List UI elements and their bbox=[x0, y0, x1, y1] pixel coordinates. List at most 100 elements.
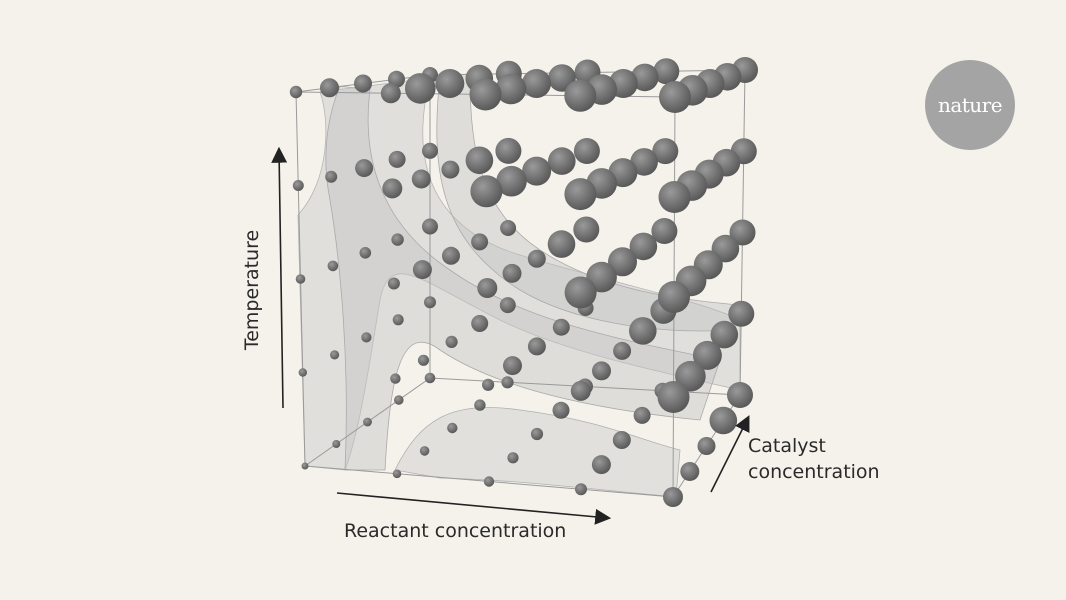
data-point-sphere bbox=[573, 216, 600, 243]
data-point-sphere bbox=[503, 356, 522, 376]
data-point-sphere bbox=[502, 263, 522, 283]
data-point-sphere bbox=[501, 376, 514, 389]
data-point-sphere bbox=[387, 277, 400, 290]
data-point-sphere bbox=[495, 73, 527, 105]
data-point-sphere bbox=[692, 340, 722, 370]
data-point-sphere bbox=[663, 487, 683, 507]
data-point-sphere bbox=[631, 63, 659, 92]
data-point-sphere bbox=[548, 147, 576, 175]
data-point-sphere bbox=[495, 137, 522, 164]
data-point-sphere bbox=[527, 337, 546, 356]
data-point-sphere bbox=[496, 165, 527, 197]
data-point-sphere bbox=[390, 373, 401, 384]
data-point-sphere bbox=[422, 218, 438, 235]
data-point-sphere bbox=[320, 78, 339, 98]
data-point-sphere bbox=[573, 138, 600, 164]
data-point-sphere bbox=[499, 297, 516, 314]
data-point-sphere bbox=[592, 361, 611, 381]
catalyst-axis-label: Catalyst concentration bbox=[748, 433, 880, 485]
data-point-sphere bbox=[295, 274, 306, 284]
data-point-sphere bbox=[658, 181, 691, 213]
catalyst-label-line2: concentration bbox=[748, 461, 880, 483]
data-point-sphere bbox=[424, 372, 436, 384]
data-point-sphere bbox=[355, 159, 374, 178]
data-point-sphere bbox=[629, 317, 657, 345]
data-point-sphere bbox=[470, 175, 503, 208]
data-point-sphere bbox=[332, 440, 341, 448]
data-point-sphere bbox=[354, 74, 372, 93]
data-point-sphere bbox=[652, 138, 679, 165]
data-point-sphere bbox=[411, 169, 431, 189]
data-point-sphere bbox=[301, 462, 309, 470]
data-point-sphere bbox=[405, 73, 436, 104]
data-point-sphere bbox=[697, 437, 716, 455]
data-point-sphere bbox=[359, 247, 372, 259]
data-point-sphere bbox=[482, 378, 495, 391]
data-point-sphere bbox=[483, 476, 495, 487]
data-point-sphere bbox=[710, 320, 739, 349]
data-point-sphere bbox=[575, 483, 587, 496]
data-point-sphere bbox=[507, 452, 519, 464]
data-point-sphere bbox=[424, 296, 436, 309]
reactant-arrow bbox=[336, 492, 612, 525]
data-point-sphere bbox=[709, 406, 738, 435]
nature-logo: nature bbox=[925, 60, 1015, 150]
data-point-sphere bbox=[392, 469, 402, 479]
data-point-sphere bbox=[659, 81, 691, 113]
data-point-sphere bbox=[727, 382, 753, 408]
data-point-sphere bbox=[361, 332, 372, 343]
data-point-sphere bbox=[728, 300, 755, 327]
data-point-sphere bbox=[382, 178, 403, 199]
data-point-sphere bbox=[552, 318, 570, 336]
temperature-arrow bbox=[271, 146, 288, 409]
data-point-sphere bbox=[327, 260, 339, 272]
data-point-sphere bbox=[633, 406, 651, 424]
data-point-sphere bbox=[388, 150, 406, 168]
data-point-sphere bbox=[471, 233, 489, 251]
data-point-sphere bbox=[435, 69, 465, 98]
data-point-sphere bbox=[630, 148, 658, 176]
data-point-sphere bbox=[447, 422, 458, 434]
data-point-sphere bbox=[394, 395, 404, 405]
data-point-sphere bbox=[445, 335, 458, 348]
data-point-sphere bbox=[391, 233, 404, 246]
data-point-sphere bbox=[651, 218, 678, 244]
data-point-sphere bbox=[653, 58, 680, 85]
data-point-sphere bbox=[613, 341, 632, 360]
data-point-sphere bbox=[392, 314, 404, 326]
data-point-sphere bbox=[442, 246, 460, 265]
data-point-sphere bbox=[325, 170, 338, 183]
data-point-sphere bbox=[289, 85, 303, 99]
surface-lower bbox=[394, 407, 681, 498]
data-point-sphere bbox=[612, 431, 631, 449]
data-point-sphere bbox=[469, 78, 502, 111]
catalyst-label-line1: Catalyst bbox=[748, 435, 826, 457]
data-point-sphere bbox=[330, 350, 340, 360]
reactant-axis-label: Reactant concentration bbox=[344, 520, 567, 542]
data-point-sphere bbox=[564, 276, 597, 309]
data-point-sphere bbox=[422, 142, 438, 159]
data-point-sphere bbox=[474, 399, 486, 411]
data-point-sphere bbox=[465, 146, 494, 175]
data-points bbox=[289, 57, 758, 507]
data-point-sphere bbox=[363, 417, 372, 427]
data-point-sphere bbox=[547, 230, 576, 258]
data-point-sphere bbox=[591, 455, 611, 475]
surface-middle bbox=[325, 85, 721, 471]
data-point-sphere bbox=[564, 79, 597, 112]
data-point-sphere bbox=[471, 315, 489, 332]
data-point-sphere bbox=[500, 220, 517, 236]
data-point-sphere bbox=[608, 247, 637, 277]
data-point-sphere bbox=[675, 360, 706, 392]
data-point-sphere bbox=[527, 249, 546, 268]
data-point-sphere bbox=[298, 368, 307, 377]
data-point-sphere bbox=[412, 260, 432, 280]
data-point-sphere bbox=[680, 462, 700, 481]
data-point-sphere bbox=[522, 69, 551, 98]
data-point-sphere bbox=[417, 354, 430, 366]
data-point-sphere bbox=[292, 180, 304, 191]
data-point-sphere bbox=[477, 278, 498, 298]
data-point-sphere bbox=[570, 380, 591, 401]
